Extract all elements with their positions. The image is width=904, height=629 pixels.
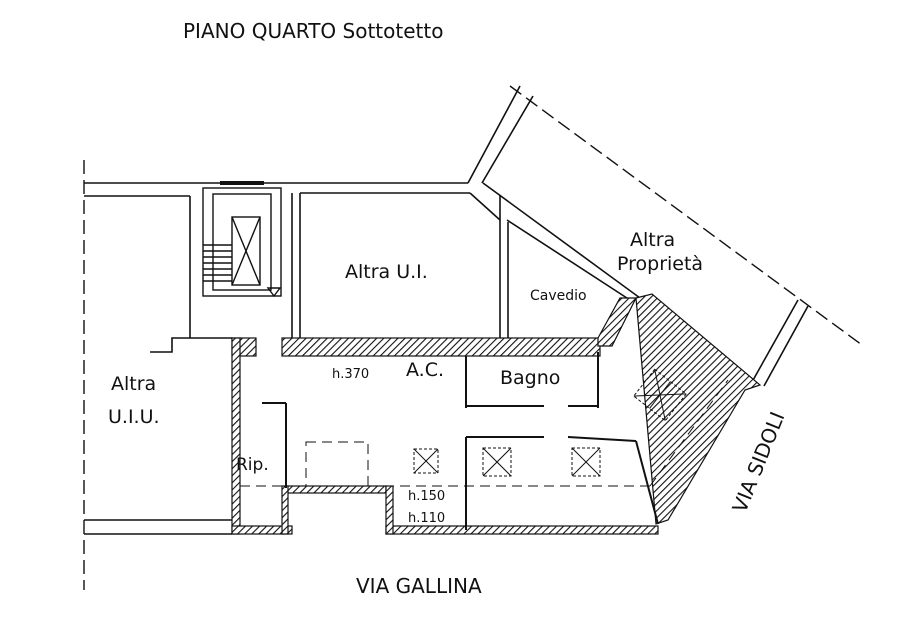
right-boundary-line [509, 85, 863, 346]
street-label-via-gallina: VIA GALLINA [356, 574, 482, 598]
height-label-150: h.150 [408, 489, 445, 504]
room-label-altra-uiu-2: U.I.U. [108, 406, 160, 428]
plan-title: PIANO QUARTO Sottotetto [183, 19, 443, 43]
room-label-cavedio: Cavedio [530, 288, 587, 304]
height-label-110: h.110 [408, 511, 445, 526]
main-unit-walls [231, 293, 762, 535]
room-label-altra-uiu: Altra [111, 373, 156, 395]
skylight-icon [633, 368, 687, 422]
room-label-bagno: Bagno [500, 367, 560, 389]
room-label-ac: A.C. [406, 359, 444, 381]
stair-core [202, 181, 282, 298]
neighbour-walls [84, 85, 809, 535]
street-label-via-sidoli: VIA SIDOLI [727, 408, 789, 516]
room-label-altra-proprieta-2: Proprietà [617, 253, 703, 275]
room-label-altra-proprieta: Altra [630, 229, 675, 251]
height-lines [240, 379, 729, 487]
skylight-icon [413, 448, 439, 474]
height-label-370: h.370 [332, 367, 369, 382]
skylights [413, 368, 687, 477]
room-label-rip: Rip. [236, 455, 269, 475]
skylight-icon [571, 447, 601, 477]
skylight-icon [482, 447, 512, 477]
room-label-altra-ui: Altra U.I. [345, 261, 428, 283]
interior-partitions [262, 352, 659, 530]
